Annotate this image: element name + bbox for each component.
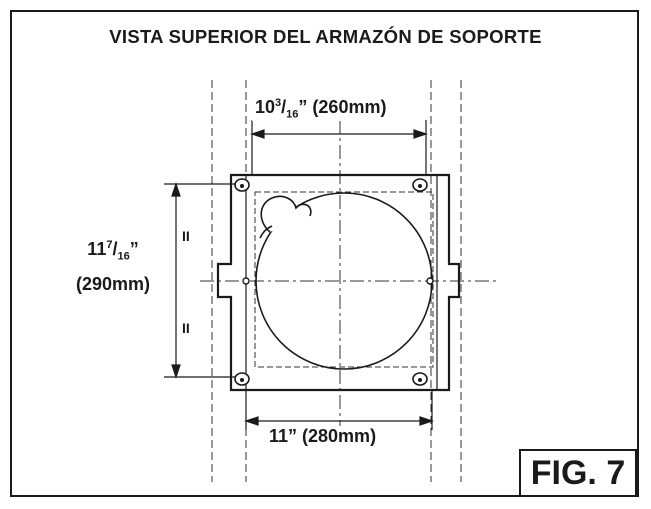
- keyhole-lobe: [260, 195, 312, 233]
- side-hole-left: [242, 277, 250, 285]
- side-hole-right: [426, 277, 434, 285]
- dimension-bottom-label: 11” (280mm): [266, 426, 380, 447]
- frame-plate: [216, 173, 461, 392]
- equal-mark-lower: II: [182, 320, 190, 336]
- equal-mark-upper: II: [182, 228, 190, 244]
- diagram-title: VISTA SUPERIOR DEL ARMAZÓN DE SOPORTE: [109, 26, 542, 47]
- figure-frame: [10, 10, 639, 497]
- keyhole-neck: [259, 225, 273, 239]
- figure-label: FIG. 7: [519, 449, 637, 497]
- dimension-left-label: 117/16”(290mm): [76, 232, 151, 298]
- dimension-top-label: 103/16” (260mm): [252, 97, 390, 121]
